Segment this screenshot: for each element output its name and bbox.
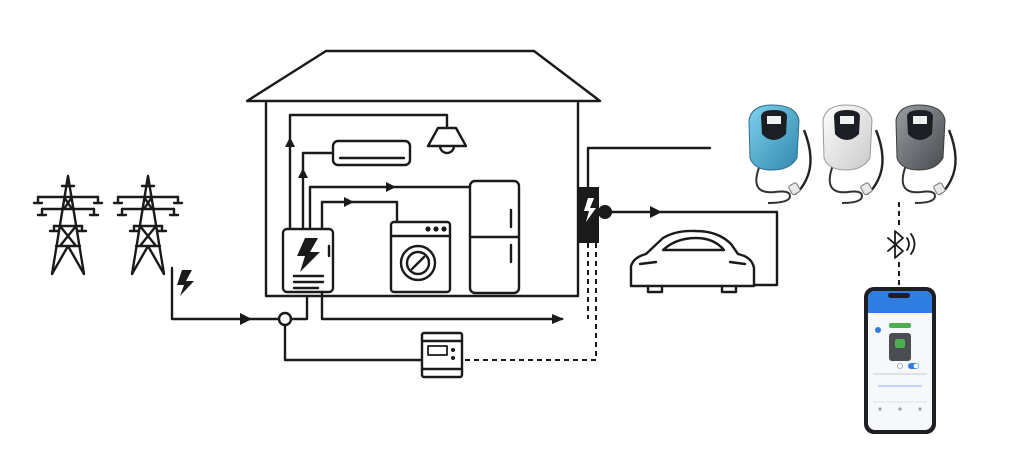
car-charging-line — [603, 210, 779, 287]
flow-arrow — [285, 137, 295, 147]
refrigerator-icon — [468, 179, 521, 295]
ev-charger-gray — [895, 104, 957, 204]
flow-arrow — [298, 168, 308, 178]
wall-charger-box — [578, 146, 712, 243]
energy-meter-icon — [420, 331, 464, 379]
ceiling-lamp-icon — [426, 123, 468, 155]
flow-arrow — [240, 313, 252, 325]
washing-machine-icon — [389, 220, 452, 294]
pylon-icon — [112, 174, 184, 276]
status-badge — [889, 323, 911, 328]
ev-charger-white — [822, 104, 884, 204]
bluetooth-icon — [887, 230, 916, 259]
ev-charger-blue — [748, 104, 812, 204]
house-wiring — [288, 113, 449, 231]
flow-arrow — [552, 314, 564, 324]
electric-car-icon — [629, 229, 756, 294]
flow-arrow — [650, 206, 662, 218]
lightning-bolt-icon — [177, 270, 194, 296]
home-battery-icon — [281, 227, 335, 294]
flow-arrow — [344, 197, 354, 207]
smartphone — [864, 287, 936, 434]
flow-arrow — [386, 182, 396, 192]
signal-line — [462, 243, 597, 361]
pylon-icon — [32, 174, 104, 276]
meter-line — [283, 323, 424, 362]
air-conditioner-icon — [331, 139, 412, 167]
junction-node — [277, 311, 293, 327]
